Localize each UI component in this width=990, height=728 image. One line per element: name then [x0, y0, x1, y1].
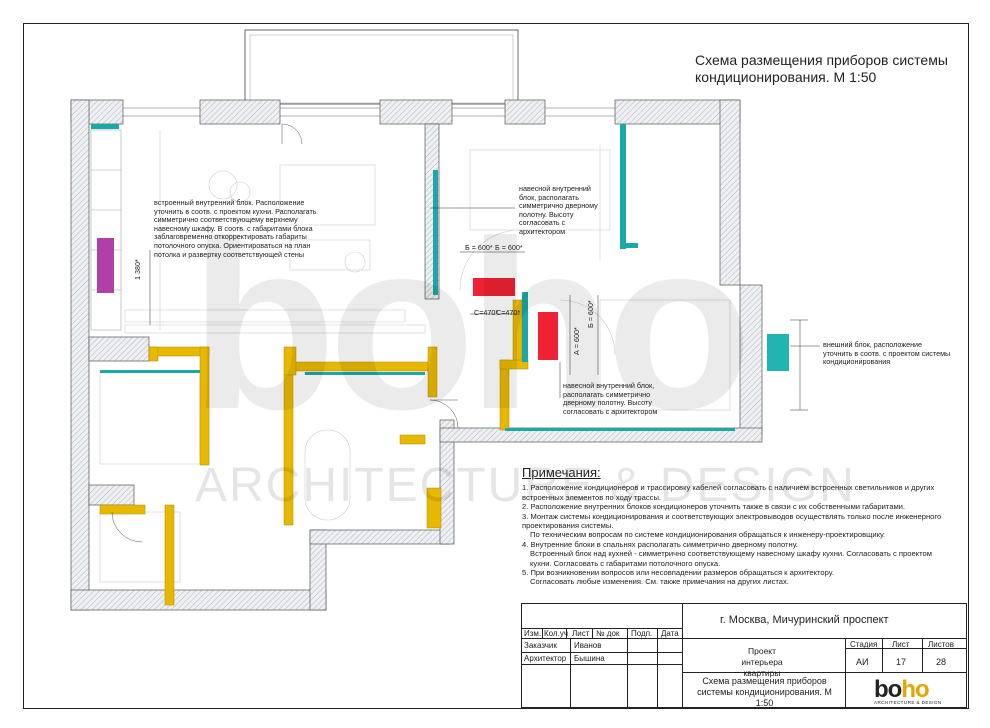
tb-sheets: 28 — [936, 657, 947, 667]
tb-col-data: Дата — [661, 629, 679, 638]
tb-customer: Иванов — [574, 641, 602, 650]
partitions — [99, 299, 529, 606]
boho-logo: boho ARCHITECTURE & DESIGN — [874, 676, 942, 705]
tb-stage: АИ — [856, 657, 869, 667]
logo-part1: bo — [874, 676, 902, 703]
callout-wall-unit-bedroom1: навесной внутренний блок, располагать си… — [519, 184, 598, 236]
tb-col-podp: Подп. — [631, 629, 653, 638]
sheet-title: Схема размещения приборов системы кондиц… — [695, 52, 948, 85]
tb-project: Проект интерьера квартиры — [741, 646, 783, 678]
ac-wall-unit-bedroom2 — [538, 312, 558, 360]
notes-list: 1. Расположение кондиционеров и трассиро… — [522, 483, 952, 586]
tb-col-list: Лист — [572, 629, 590, 638]
tb-architect: Бышина — [574, 654, 605, 663]
tb-col-izm: Изм. — [524, 629, 542, 638]
tb-address: г. Москва, Мичуринский проспект — [720, 614, 889, 626]
ac-wall-unit-bedroom1 — [473, 278, 515, 296]
tb-sheets-label: Листов — [928, 640, 954, 649]
dim-b600-c: Б = 600* — [586, 300, 595, 328]
dim-a600: А = 600* — [572, 327, 581, 355]
tb-sheet: 17 — [896, 657, 907, 667]
ac-outdoor-unit — [767, 334, 789, 371]
note-item: Согласовать любые изменения. См. также п… — [530, 577, 789, 587]
door-swings — [111, 123, 459, 543]
balcony — [244, 29, 519, 105]
dim-b600-a: Б = 600* — [465, 243, 493, 252]
note-item: По техническим вопросам по системе конди… — [530, 530, 886, 540]
note-item: 5. При возникновении вопросов или несовп… — [522, 568, 834, 578]
dimension-lines — [149, 250, 808, 411]
dim-1380: 1 380* — [133, 259, 142, 280]
furniture-sketch — [99, 130, 731, 583]
tb-col-koluch: Кол.уч — [544, 629, 568, 638]
tb-customer-label: Заказчик — [524, 641, 557, 650]
tb-sheet-label: Лист — [892, 640, 910, 649]
notes-heading: Примечания: — [522, 465, 601, 480]
title-block: Изм. Кол.уч Лист № док Подп. Дата Заказч… — [521, 603, 967, 708]
dim-b600-b: Б = 600* — [495, 243, 523, 252]
note-item: 4. Внутренние блоки в спальнях располага… — [522, 539, 798, 549]
callout-builtin-unit: встроенный внутренний блок. Расположение… — [154, 198, 317, 259]
tb-drawing: Схема размещения приборов системы кондиц… — [697, 676, 832, 708]
dim-c470-b: С=470* — [496, 308, 521, 317]
dim-c470-a: С=470* — [474, 308, 499, 317]
logo-part2: ho — [901, 676, 929, 703]
note-item: 2. Расположение внутренних блоков кондиц… — [522, 502, 906, 512]
ac-builtin-unit-kitchen — [97, 238, 114, 293]
note-item: Встроенный блок над кухней - симметрично… — [530, 549, 932, 568]
callout-outdoor-unit: внешний блок, расположение уточнить в со… — [823, 340, 951, 367]
note-item: 1. Расположение кондиционеров и трассиро… — [522, 483, 935, 502]
tb-stage-label: Стадия — [850, 640, 878, 649]
exterior-walls — [70, 99, 763, 611]
window-frames — [123, 107, 615, 117]
note-item: 3. Монтаж системы кондиционирования и со… — [522, 511, 942, 531]
kitchen-cabinets — [90, 129, 122, 331]
tb-architect-label: Архитектор — [524, 654, 567, 663]
tb-col-doc: № док — [596, 629, 620, 638]
notes-block: Примечания: 1. Расположение кондиционеро… — [522, 465, 952, 587]
teal-windows — [91, 124, 735, 431]
leader-lines — [430, 207, 820, 398]
callout-wall-unit-bedroom2: навесной внутренний блок, располагать си… — [563, 381, 658, 416]
logo-tagline: ARCHITECTURE & DESIGN — [874, 700, 942, 705]
sheet-frame — [23, 23, 969, 709]
